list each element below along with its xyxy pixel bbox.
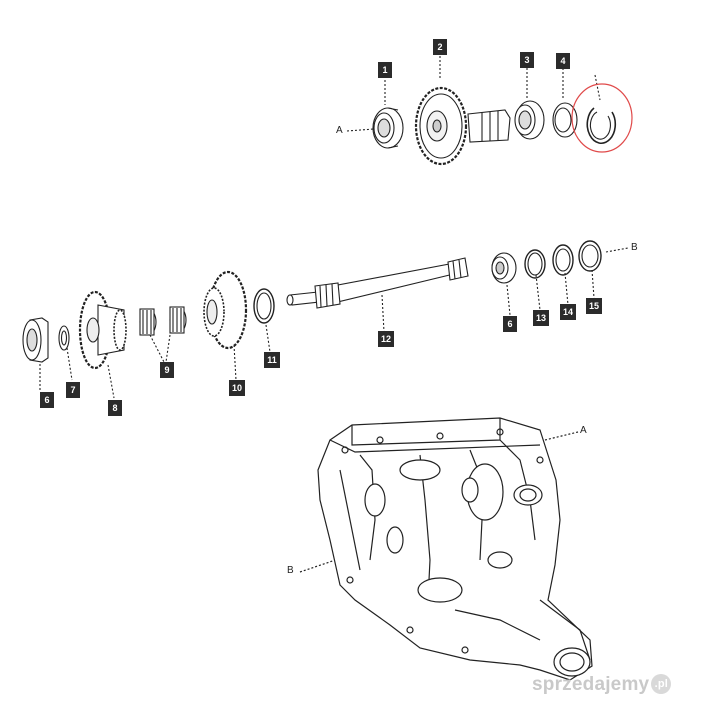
needle-bearings-part-9 [139, 306, 187, 336]
gear-shaft-part-2 [414, 86, 511, 166]
bearing-part-6-left [22, 317, 49, 363]
bearing-part-3 [514, 100, 545, 140]
callout-15: 15 [586, 298, 602, 314]
ref-b-shaft: B [631, 242, 638, 253]
ref-b-housing: B [287, 565, 294, 576]
callout-11: 11 [264, 352, 280, 368]
bearing-part-1 [372, 107, 404, 149]
gear-part-8 [78, 290, 127, 370]
callout-10: 10 [229, 380, 245, 396]
ref-a-top: A [336, 125, 343, 136]
callout-9: 9 [160, 362, 174, 378]
gearbox-housing [299, 417, 593, 681]
ring-part-4 [552, 102, 578, 138]
callout-3: 3 [520, 52, 534, 68]
circlip [586, 107, 617, 145]
ring-part-15 [578, 240, 602, 272]
ring-part-14 [552, 244, 574, 276]
callout-1: 1 [378, 62, 392, 78]
watermark-badge: .pl [651, 674, 672, 694]
callout-4: 4 [556, 53, 570, 69]
ref-a-housing: A [580, 425, 587, 436]
callout-8: 8 [108, 400, 122, 416]
callout-6-left: 6 [40, 392, 54, 408]
ring-part-13 [524, 249, 546, 279]
callout-13: 13 [533, 310, 549, 326]
callout-14: 14 [560, 304, 576, 320]
callout-7: 7 [66, 382, 80, 398]
callout-12: 12 [378, 331, 394, 347]
watermark-text: sprzedajemy [532, 674, 650, 695]
callout-2: 2 [433, 39, 447, 55]
bearing-part-6-right [491, 252, 517, 284]
gear-part-10 [203, 270, 248, 350]
ring-part-11 [253, 288, 275, 324]
shaft-part-12 [286, 257, 469, 309]
callout-6-right: 6 [503, 316, 517, 332]
highlight-circle [571, 83, 633, 153]
watermark: sprzedajemy.pl [532, 674, 672, 696]
